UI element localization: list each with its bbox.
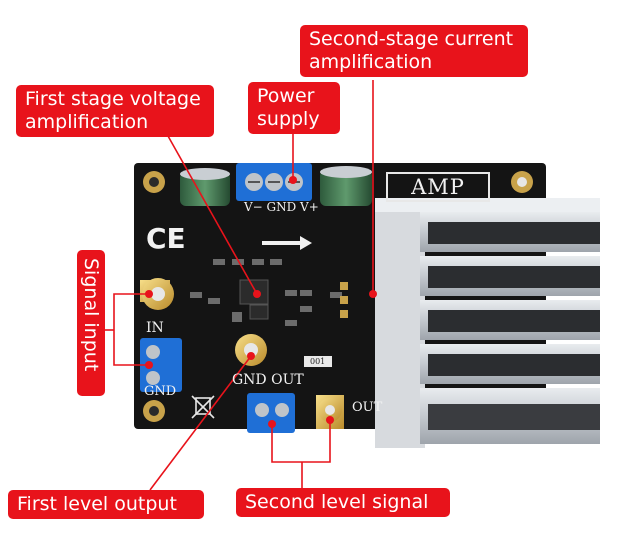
gnd-label: GND [144, 384, 177, 399]
out-label: OUT [352, 400, 383, 415]
signal-input-callout: Signal input [77, 250, 105, 396]
gnd-out-label: GND OUT [232, 372, 304, 388]
signal-flow-arrow [262, 236, 312, 250]
in-label: IN [146, 320, 164, 336]
second-stage-callout-line2: amplification [309, 51, 433, 73]
power-transistor-pins [340, 282, 348, 318]
power-supply-callout-line2: supply [257, 108, 320, 130]
mounting-hole [143, 400, 165, 422]
power-supply-callout-line1: Power [257, 85, 315, 107]
input-terminal-block [140, 338, 182, 392]
second-stage-callout-line1: Second-stage current [309, 28, 514, 50]
second-level-signal-callout: Second level signal [236, 488, 450, 517]
first-stage-callout-line1: First stage voltage [25, 88, 201, 110]
first-stage-callout-line2: amplification [25, 111, 149, 133]
amp-label: AMP [386, 172, 490, 202]
transistor-chip [249, 304, 269, 320]
heatsink [375, 198, 600, 448]
ce-mark: CE [146, 222, 186, 255]
resistor-code: 001 [310, 357, 326, 366]
first-stage-callout: First stage voltage amplification [16, 85, 214, 137]
mounting-hole [511, 171, 533, 193]
electrolytic-capacitor-right [320, 166, 372, 206]
power-supply-callout: Power supply [248, 82, 340, 134]
weee-bin-icon [191, 395, 215, 419]
output-terminal-block [247, 393, 295, 433]
smd-components [190, 259, 342, 326]
annotation-leader-lines [104, 80, 377, 491]
mounting-hole [143, 171, 165, 193]
first-output-rca-connector [235, 334, 267, 366]
power-terminal-block [236, 163, 312, 201]
amp-label-text: AMP [411, 175, 465, 199]
power-pin-label: V− GND V+ [244, 200, 319, 214]
second-stage-callout: Second-stage current amplification [300, 25, 528, 77]
power-resistor [304, 356, 332, 367]
first-level-output-callout: First level output [8, 490, 204, 519]
